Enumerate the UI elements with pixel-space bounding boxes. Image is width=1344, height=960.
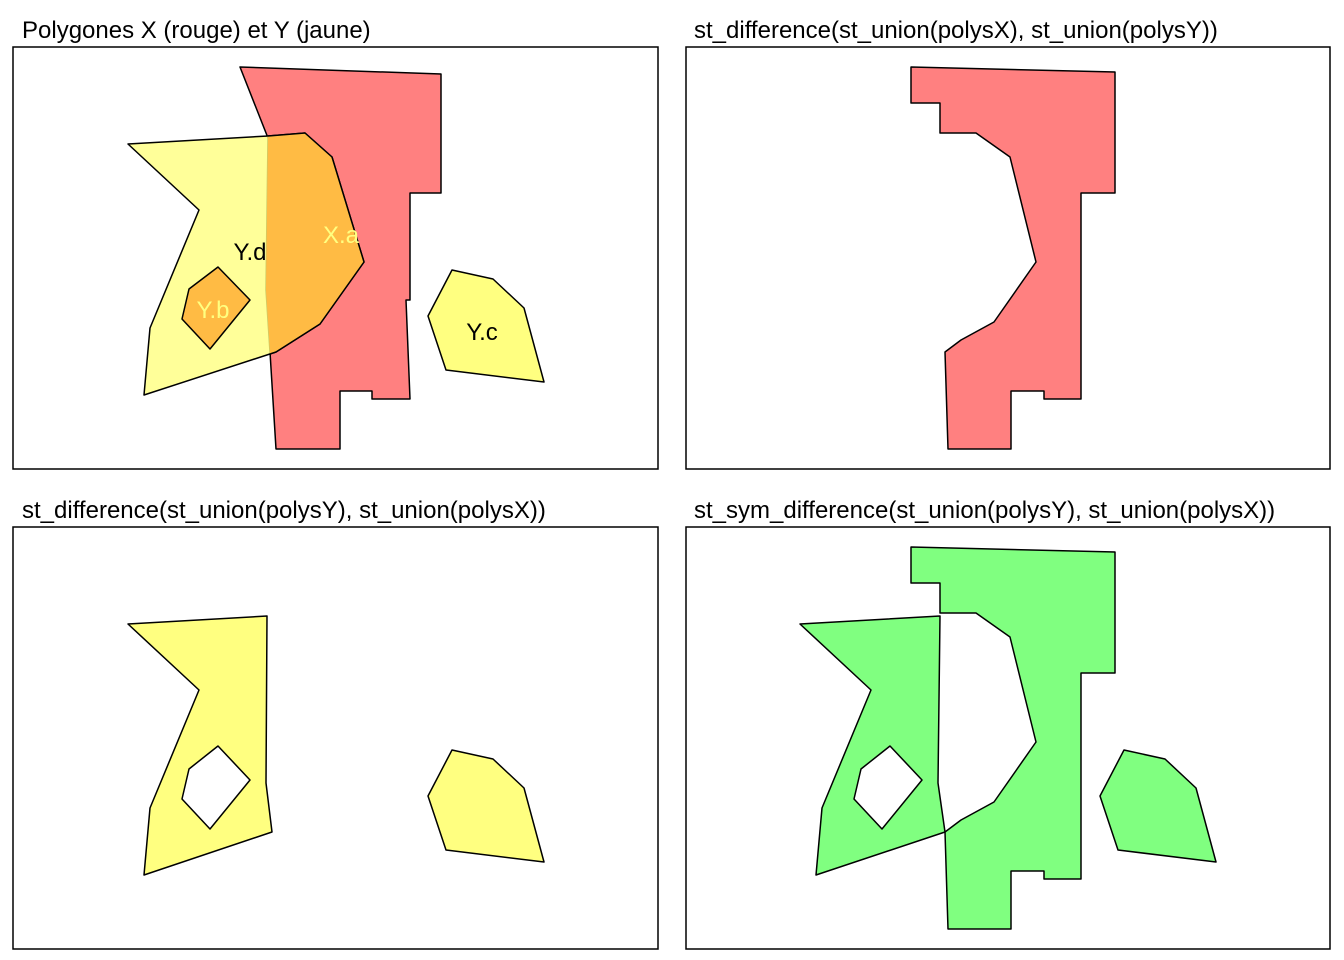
panel-overlay: Polygones X (rouge) et Y (jaune) Y.d X.a…: [12, 17, 659, 470]
label-y-c: Y.c: [466, 319, 498, 346]
label-x-a: X.a: [323, 222, 360, 249]
panel-title: st_difference(st_union(polysX), st_union…: [694, 17, 1218, 44]
label-y-b: Y.b: [197, 297, 230, 324]
polygon-y-c: [427, 269, 545, 383]
panel-title: st_difference(st_union(polysY), st_union…: [22, 497, 546, 524]
panel-diff-xy: st_difference(st_union(polysX), st_union…: [685, 17, 1331, 470]
panel-title: st_sym_difference(st_union(polysY), st_u…: [694, 497, 1275, 524]
polygon-y-c-remaining: [427, 749, 545, 863]
polygon-y-b: [181, 266, 251, 350]
panel-symdiff: st_sym_difference(st_union(polysY), st_u…: [685, 497, 1331, 950]
panel-frame: [12, 526, 659, 950]
polygon-x-minus-y: [910, 66, 1116, 450]
polygon-y-minus-x: [127, 615, 273, 876]
polygon-symdiff-x-part: [910, 546, 1116, 930]
panel-diff-yx: st_difference(st_union(polysY), st_union…: [12, 497, 659, 950]
panel-title: Polygones X (rouge) et Y (jaune): [22, 17, 371, 44]
polygon-symdiff-y-c: [1099, 749, 1217, 863]
polygon-symdiff-y-part: [799, 615, 946, 876]
label-y-d: Y.d: [234, 239, 267, 266]
